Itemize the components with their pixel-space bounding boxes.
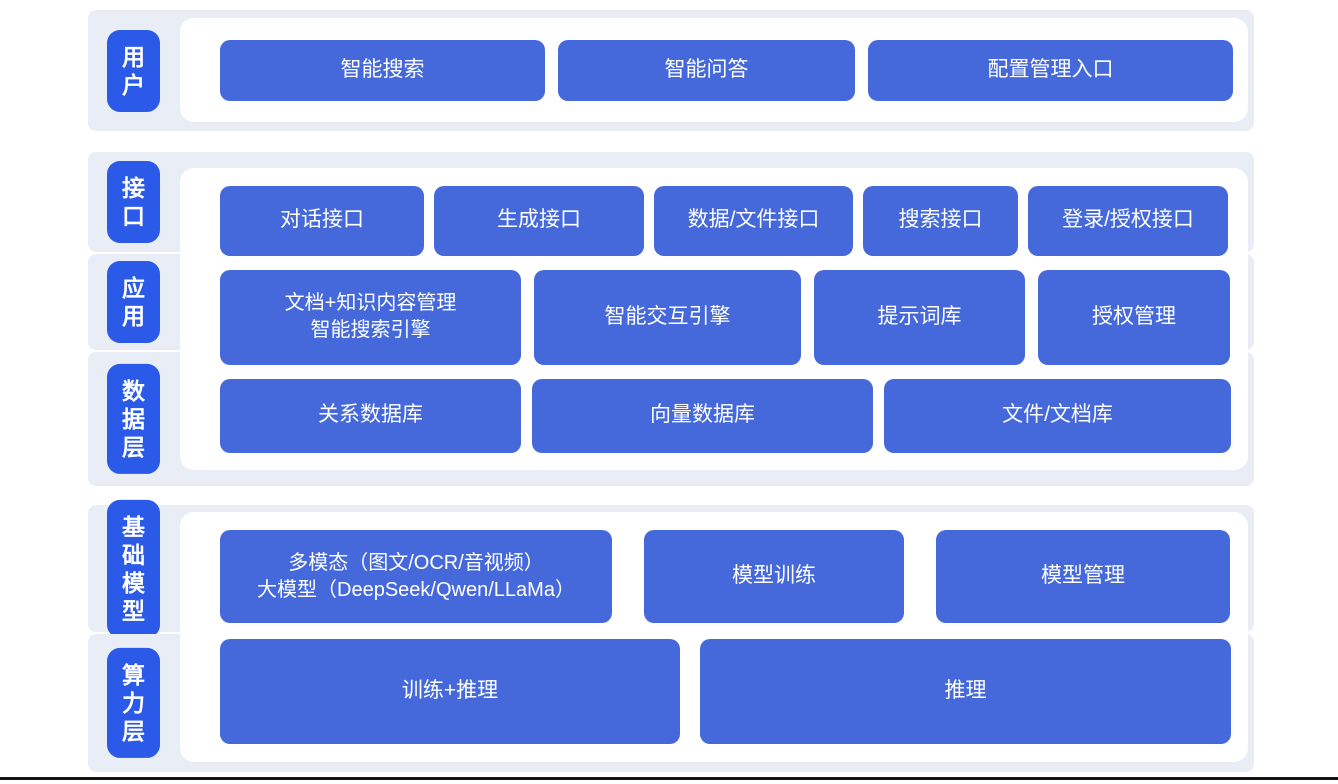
- block-model-training: 模型训练: [644, 530, 904, 623]
- block-model-mgmt: 模型管理: [936, 530, 1230, 623]
- block-training-inference: 训练+推理: [220, 639, 680, 744]
- block-multimodal-llm: 多模态（图文/OCR/音视频） 大模型（DeepSeek/Qwen/LLaMa）: [220, 530, 612, 623]
- block-search-api: 搜索接口: [863, 185, 1018, 256]
- row-user: 智能搜索 智能问答 配置管理入口: [220, 39, 1233, 101]
- layer-label-user: 用 户: [107, 29, 160, 112]
- block-interaction-engine: 智能交互引擎: [534, 269, 801, 365]
- layer-label-foundation-model: 基 础 模 型: [107, 499, 160, 638]
- row-compute: 训练+推理 推理: [220, 639, 1231, 744]
- block-auth-mgmt: 授权管理: [1038, 269, 1230, 365]
- panel-user: 智能搜索 智能问答 配置管理入口: [180, 18, 1248, 122]
- block-generation-api: 生成接口: [434, 185, 644, 256]
- block-dialog-api: 对话接口: [220, 185, 424, 256]
- layer-label-data: 数 据 层: [107, 363, 160, 475]
- layer-label-application: 应 用: [107, 260, 160, 344]
- block-config-entry: 配置管理入口: [868, 39, 1233, 101]
- row-application: 文档+知识内容管理 智能搜索引擎 智能交互引擎 提示词库 授权管理: [220, 269, 1231, 365]
- block-data-file-api: 数据/文件接口: [654, 185, 853, 256]
- panel-bottom: 多模态（图文/OCR/音视频） 大模型（DeepSeek/Qwen/LLaMa）…: [180, 512, 1248, 762]
- block-prompt-library: 提示词库: [814, 269, 1025, 365]
- block-smart-search: 智能搜索: [220, 39, 545, 101]
- layer-group-user: 用 户 智能搜索 智能问答 配置管理入口: [88, 10, 1254, 131]
- block-login-auth-api: 登录/授权接口: [1028, 185, 1228, 256]
- layer-group-middle: 接 口 应 用 数 据 层 对话接口 生成接口 数据/文件接口 搜索接口 登录/…: [88, 152, 1254, 486]
- layer-label-compute: 算 力 层: [107, 647, 160, 759]
- block-doc-knowledge-mgmt: 文档+知识内容管理 智能搜索引擎: [220, 269, 521, 365]
- panel-middle: 对话接口 生成接口 数据/文件接口 搜索接口 登录/授权接口 文档+知识内容管理…: [180, 168, 1248, 470]
- row-interface: 对话接口 生成接口 数据/文件接口 搜索接口 登录/授权接口: [220, 185, 1231, 256]
- architecture-diagram: 用 户 智能搜索 智能问答 配置管理入口 接 口 应 用 数 据 层 对话接口 …: [88, 10, 1254, 772]
- row-foundation-model: 多模态（图文/OCR/音视频） 大模型（DeepSeek/Qwen/LLaMa）…: [220, 530, 1231, 623]
- block-inference: 推理: [700, 639, 1231, 744]
- block-vector-db: 向量数据库: [532, 378, 873, 453]
- row-data: 关系数据库 向量数据库 文件/文档库: [220, 378, 1231, 453]
- block-smart-qa: 智能问答: [558, 39, 855, 101]
- bottom-divider: [0, 777, 1338, 780]
- block-relational-db: 关系数据库: [220, 378, 521, 453]
- block-file-doc-store: 文件/文档库: [884, 378, 1231, 453]
- layer-group-bottom: 基 础 模 型 算 力 层 多模态（图文/OCR/音视频） 大模型（DeepSe…: [88, 499, 1254, 772]
- layer-label-interface: 接 口: [107, 160, 160, 244]
